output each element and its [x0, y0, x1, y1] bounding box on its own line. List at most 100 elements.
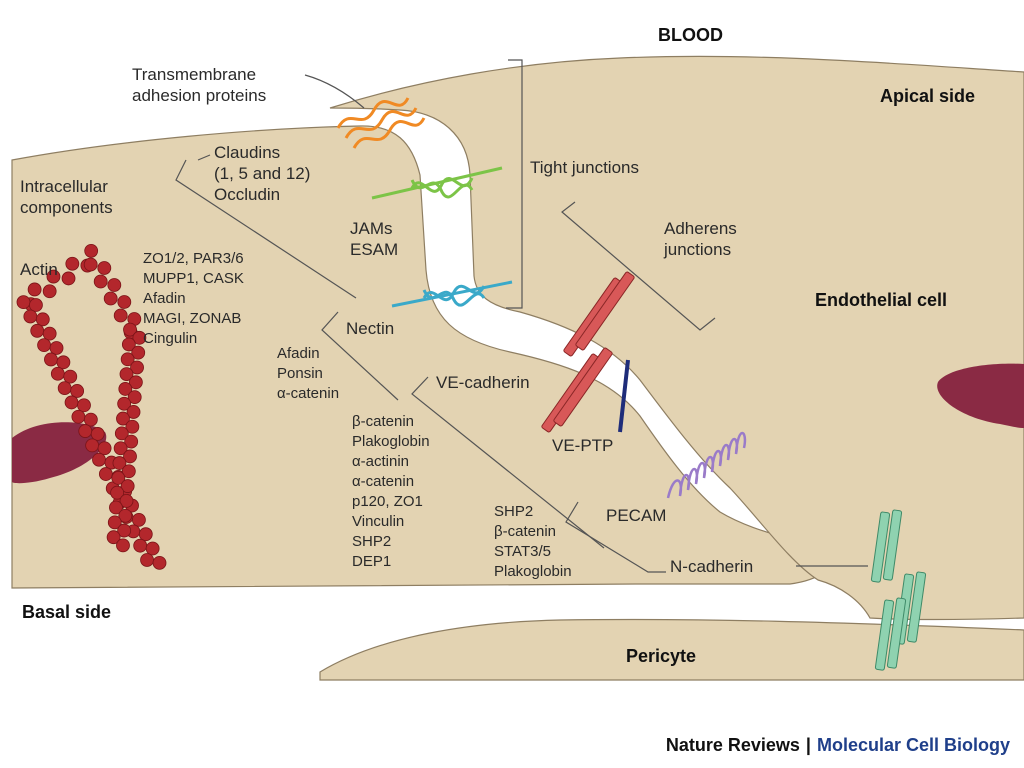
pecam-coil — [666, 431, 747, 499]
actin-bead — [113, 441, 128, 456]
actin-bead — [112, 456, 127, 470]
bracket-line — [506, 59, 523, 309]
ve-cadherin-label: VE-cadherin — [436, 373, 530, 392]
adherens-label-line2: junctions — [664, 240, 732, 259]
actin-filaments — [16, 243, 167, 570]
nectin-helix — [422, 284, 486, 302]
actin-bead — [97, 441, 112, 456]
actin-bead — [123, 449, 137, 464]
actin-bead — [56, 355, 71, 370]
actin-bead — [117, 396, 132, 411]
actin-bead — [121, 337, 136, 352]
actin-bead — [103, 291, 118, 306]
nectin-helix — [422, 289, 486, 307]
nectin-components-list: Afadin Ponsin α-catenin — [277, 344, 339, 404]
actin-bead — [44, 352, 58, 367]
tight-junctions-label: Tight junctions — [530, 158, 639, 177]
jam-helix — [410, 179, 474, 199]
actin-bead — [119, 494, 134, 508]
actin-bead — [117, 295, 132, 309]
actin-bead — [130, 360, 144, 375]
claudins-label-line3: Occludin — [214, 185, 281, 204]
actin-bead — [16, 295, 31, 310]
actin-bead — [114, 426, 129, 441]
vecad-component: Plakoglobin — [352, 433, 430, 450]
actin-bead — [113, 308, 128, 323]
actin-bead — [107, 515, 122, 530]
actin-bead — [111, 470, 126, 485]
actin-bead — [107, 278, 122, 292]
actin-bead — [64, 395, 79, 410]
bracket-line — [197, 154, 211, 161]
actin-bead — [117, 523, 132, 538]
n-cadherin-bar — [886, 597, 907, 669]
actin-bead — [23, 309, 38, 324]
vecad-component: α-actinin — [352, 453, 410, 470]
actin-bead — [71, 409, 86, 424]
actin-bead — [50, 366, 65, 381]
jams-label-line1: JAMs — [350, 219, 393, 238]
bracket-line — [321, 311, 399, 401]
vecad-component: p120, ZO1 — [352, 493, 423, 510]
vecad-component: SHP2 — [352, 533, 392, 550]
actin-bead — [29, 298, 43, 312]
actin-bead — [35, 312, 50, 327]
actin-bead — [97, 261, 112, 275]
actin-bead — [93, 274, 108, 289]
junction-proteins — [336, 97, 927, 671]
vecad-component: DEP1 — [352, 553, 392, 570]
actin-bead — [124, 434, 139, 449]
actin-bead — [85, 438, 100, 453]
adherens-label-line1: Adherens — [664, 219, 737, 238]
actin-bead — [125, 419, 140, 434]
intracellular-label-line1: Intracellular — [20, 177, 108, 196]
jams-label: JAMs ESAM — [350, 218, 398, 260]
actin-bead — [120, 479, 135, 493]
actin-bead — [127, 390, 142, 405]
ve-ptp-bar — [618, 359, 630, 433]
actin-bead — [152, 555, 167, 570]
adherens-junctions-label: Adherens junctions — [664, 218, 737, 260]
transmembrane-label: Transmembrane adhesion proteins — [132, 64, 266, 106]
claudin-strand — [344, 107, 418, 139]
tj-component: MUPP1, CASK — [143, 270, 244, 287]
tj-component: MAGI, ZONAB — [143, 310, 242, 327]
pecam-component: SHP2 — [494, 503, 534, 520]
tj-component: Afadin — [143, 290, 186, 307]
actin-bead — [57, 381, 72, 396]
tj-component: ZO1/2, PAR3/6 — [143, 250, 244, 267]
claudin-strand — [336, 97, 410, 129]
n-cadherin-label: N-cadherin — [670, 557, 754, 576]
actin-label: Actin — [20, 260, 58, 279]
bracket-line — [411, 376, 605, 549]
claudins-label: Claudins (1, 5 and 12) Occludin — [214, 142, 310, 205]
actin-bead — [118, 508, 133, 523]
pecam-component: β-catenin — [494, 523, 556, 540]
pericyte-cell — [319, 618, 1024, 681]
actin-bead — [77, 398, 91, 413]
actin-bead — [63, 369, 78, 384]
actin-bead — [106, 530, 121, 545]
credit-separator: | — [805, 735, 811, 755]
intracellular-label-line2: components — [20, 198, 113, 217]
tj-component: Cingulin — [143, 330, 198, 347]
n-cadherin-bar — [874, 599, 895, 671]
actin-bead — [121, 464, 136, 479]
actin-bead — [30, 323, 45, 338]
vecad-component: β-catenin — [352, 413, 414, 430]
intracellular-label: Intracellular components — [20, 176, 113, 218]
journal-name: Molecular Cell Biology — [816, 735, 1010, 755]
actin-bead — [109, 500, 123, 515]
publisher-name: Nature Reviews — [665, 735, 800, 755]
actin-bead — [92, 452, 106, 467]
actin-bead — [78, 424, 93, 438]
actin-bead — [118, 382, 133, 396]
nectin-component: Afadin — [277, 345, 320, 362]
right-nucleus — [937, 363, 1024, 428]
ve-cadherin-bar — [575, 271, 635, 351]
actin-bead — [61, 271, 76, 286]
pecam-component: STAT3/5 — [494, 543, 551, 560]
actin-bead — [70, 384, 85, 398]
endothelial-cell-label: Endothelial cell — [815, 290, 948, 310]
actin-bead — [83, 257, 98, 272]
